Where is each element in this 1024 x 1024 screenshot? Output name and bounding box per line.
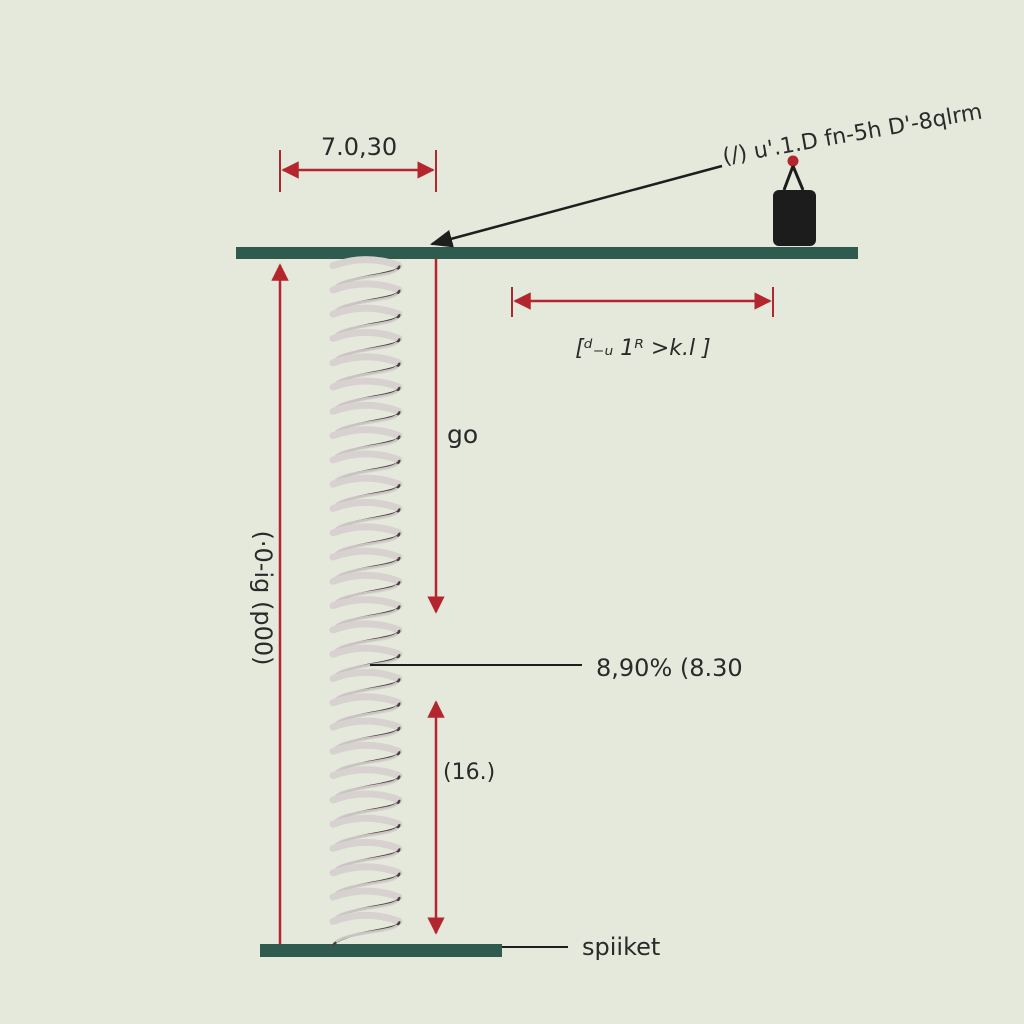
spring-coil-back <box>329 401 403 415</box>
top-beam <box>236 247 858 259</box>
spring-coil-back <box>329 280 403 294</box>
spring-coil-highlight <box>334 583 399 604</box>
spring-coil-highlight <box>334 438 399 458</box>
spring-coil-highlight <box>334 632 399 652</box>
spring-coil-back <box>329 839 403 852</box>
spring-coil-highlight <box>334 851 399 871</box>
spring-coil-highlight <box>334 511 399 531</box>
top-width-dimension <box>279 150 437 192</box>
offset-dimension <box>511 287 774 317</box>
lower-segment-label: (16.) <box>443 760 495 785</box>
spring-coil-back <box>329 596 403 610</box>
spring-coil-highlight <box>334 753 399 774</box>
spring-coil-highlight <box>334 656 399 677</box>
spring-coil-back <box>329 499 403 512</box>
spring-coil-highlight <box>334 559 399 579</box>
spring-coil-highlight <box>334 729 399 749</box>
spring-coil-back <box>329 741 403 755</box>
spring-coil-highlight <box>334 778 399 798</box>
spring-coil-highlight <box>334 462 399 482</box>
spring-coil-highlight <box>334 899 399 919</box>
spring-coil-back <box>329 693 403 707</box>
spring-coil-back <box>329 644 403 658</box>
spring-coil-back <box>329 790 403 804</box>
spring-coil-highlight <box>334 389 399 409</box>
spring-coil-highlight <box>334 705 399 725</box>
spring-coil-back <box>329 353 403 367</box>
spring-coil-highlight <box>334 341 399 361</box>
weight-leader-arrow <box>429 164 723 248</box>
spring-coil-highlight <box>334 802 399 822</box>
spring-coil-back <box>329 620 403 634</box>
spring-coil-back <box>329 377 403 391</box>
top-width-label: 7.0,30 <box>321 133 397 161</box>
spring-coil-back <box>329 256 403 270</box>
spring-coil-highlight <box>334 413 399 434</box>
total-height-label: (·0-ig (p00) <box>249 531 277 666</box>
spring-coil-highlight <box>334 268 399 288</box>
spring-coil-highlight <box>334 486 399 507</box>
spring-coil-back <box>329 474 403 488</box>
spring-coil-back <box>329 523 403 537</box>
spring-coil-back <box>329 450 403 464</box>
spring-coil-highlight <box>334 681 399 701</box>
weight-label: (/) u'.1.D fn-5h D'-8qlrm <box>721 100 984 170</box>
spring-coil-back <box>329 329 403 342</box>
midpoint-label: 8,90% (8.30 <box>596 654 743 682</box>
coil-spring <box>329 256 403 947</box>
spring-coil-highlight <box>334 608 399 628</box>
spring-coil-highlight <box>334 535 399 555</box>
spring-coil-back <box>329 547 403 561</box>
spring-coil-highlight <box>334 365 399 385</box>
spring-coil-back <box>329 863 403 877</box>
spring-coil-back <box>329 304 403 318</box>
spring-coil-back <box>329 814 403 828</box>
spring-coil-highlight <box>334 316 399 337</box>
weight-icon <box>773 155 816 246</box>
spring-coil-back <box>329 426 403 440</box>
spring-coil-highlight <box>334 292 399 312</box>
spring-coil-back <box>329 887 403 901</box>
spring-coil-back <box>329 669 403 682</box>
spring-coil-highlight <box>334 923 399 944</box>
upper-compression-label: go <box>447 420 478 449</box>
spring-coil-back <box>329 717 403 731</box>
spring-coil-back <box>329 911 403 925</box>
spring-coil-back <box>329 571 403 585</box>
spring-coil-highlight <box>334 826 399 847</box>
base-label: spiiket <box>582 933 660 961</box>
spring-coil-highlight <box>334 875 399 895</box>
offset-label: [ᵈ₋ᵤ 1ᴿ >k.l ] <box>575 336 710 361</box>
base-beam <box>260 944 502 957</box>
spring-coil-back <box>329 766 403 780</box>
